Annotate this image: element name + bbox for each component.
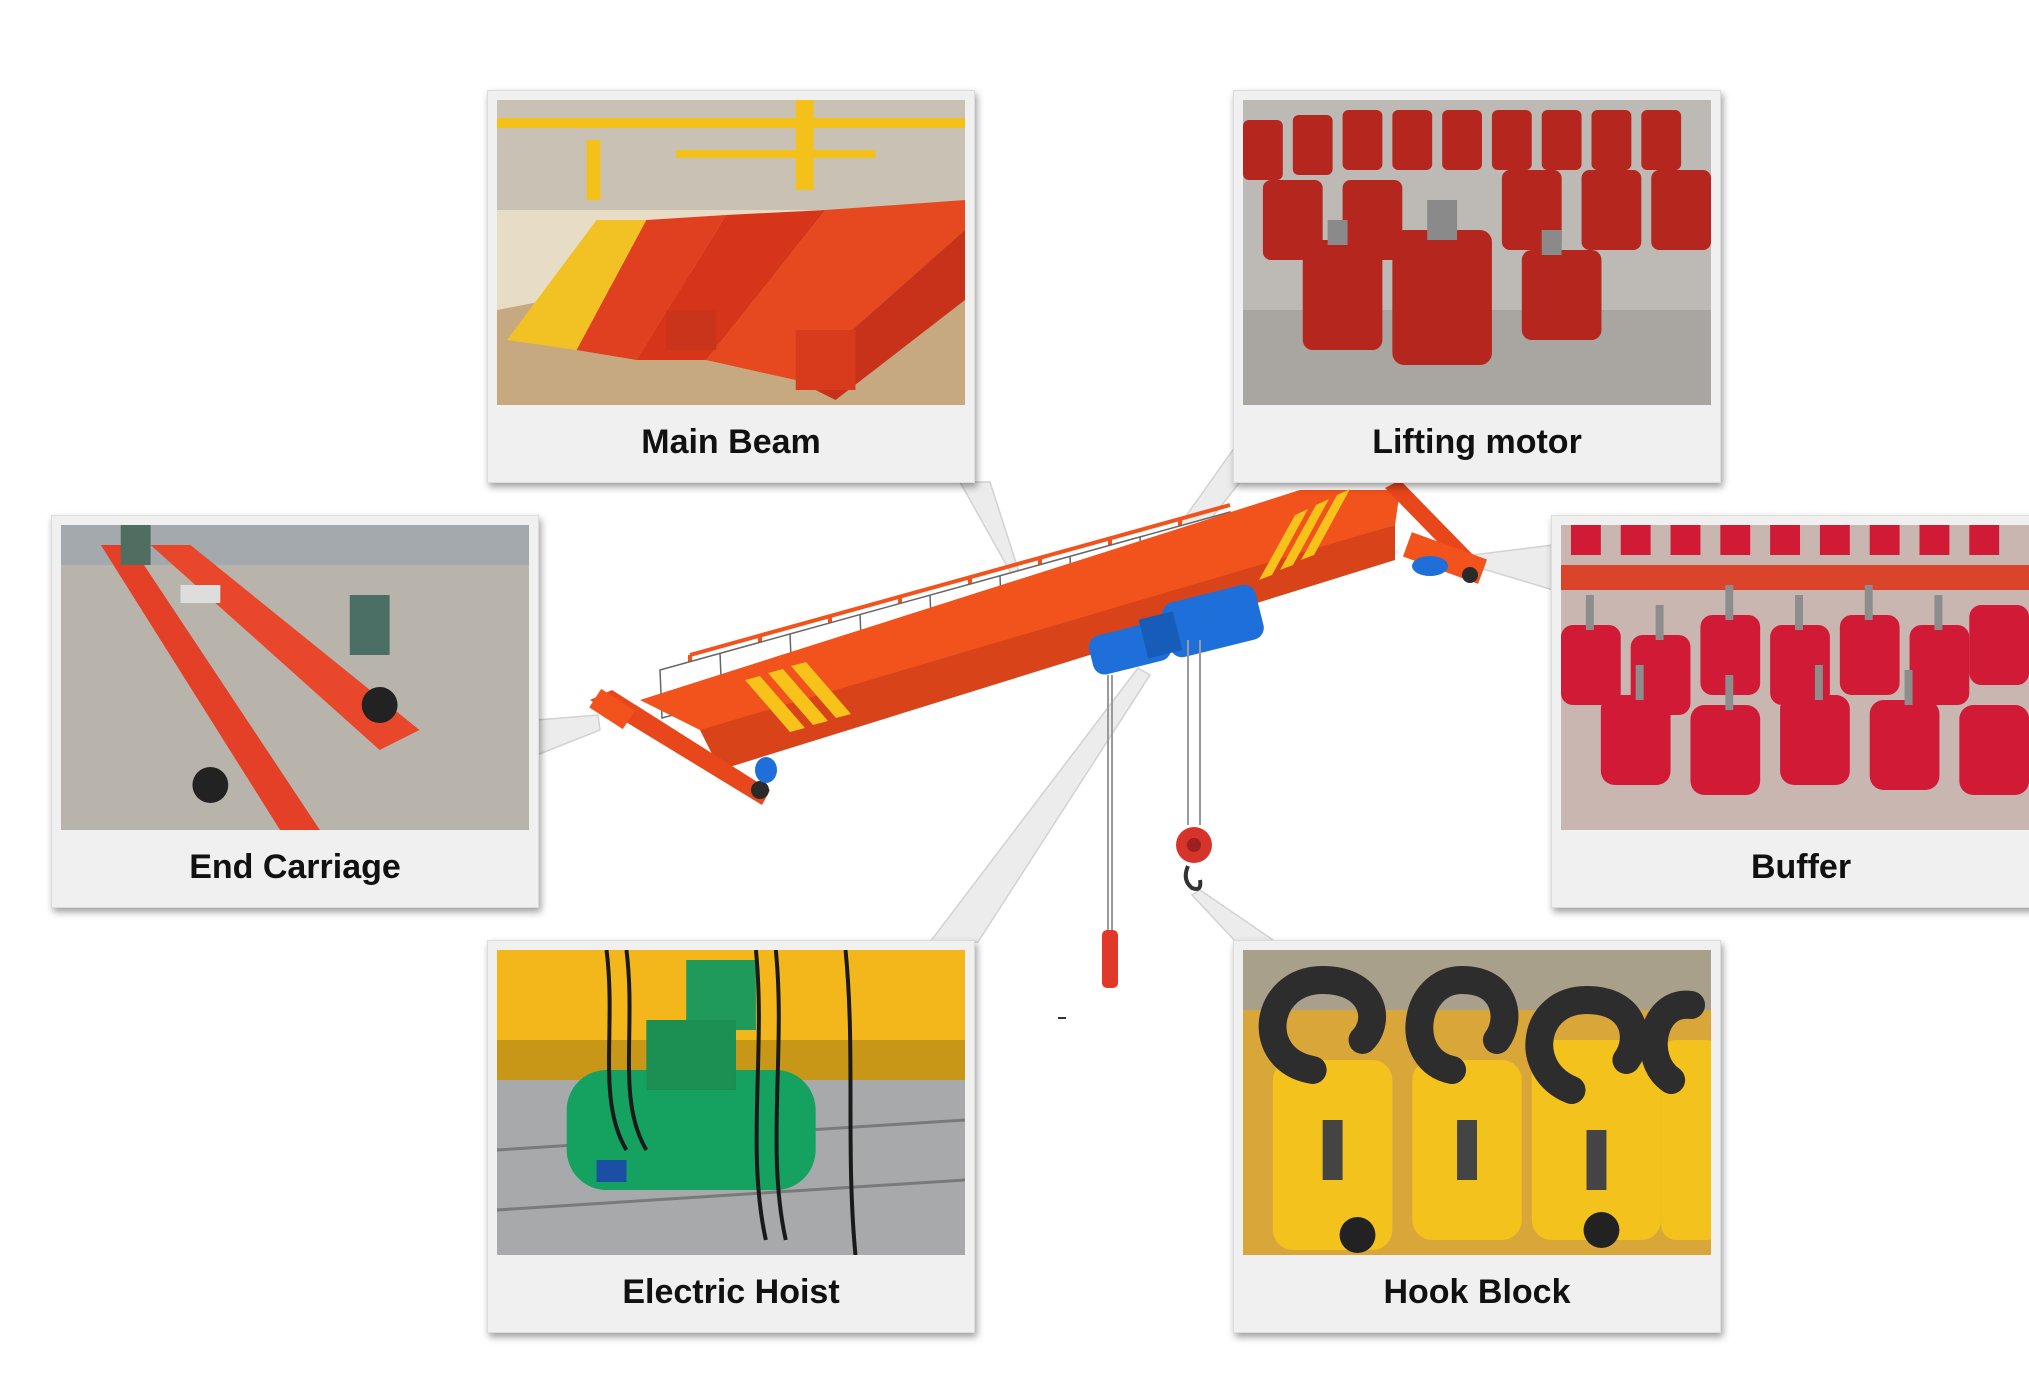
hook-block-card: Hook Block (1233, 940, 1721, 1333)
electric-hoist-label: Electric Hoist (622, 1272, 840, 1311)
lifting-motor-photo (1243, 100, 1711, 405)
hook-illustration (1176, 827, 1212, 891)
hoist-body (1088, 584, 1264, 675)
end-carriage-left (589, 688, 777, 805)
girder-stripe-left (745, 676, 805, 732)
lifting-motor-card: Lifting motor (1233, 90, 1721, 483)
electric-hoist-photo (497, 950, 965, 1255)
main-girder (640, 489, 1400, 770)
end-carriage-photo (61, 525, 529, 830)
main-beam-photo (497, 100, 965, 405)
pointer-electric-hoist (928, 667, 1152, 943)
pendant-control (1102, 930, 1118, 988)
hoist-ropes (1107, 640, 1201, 930)
girder-stripe-right (1259, 509, 1308, 580)
main-beam-label: Main Beam (641, 422, 821, 461)
pointer-hook-block (1190, 889, 1279, 943)
hook-block-photo (1243, 950, 1711, 1255)
buffer-label: Buffer (1750, 847, 1852, 886)
pointer-main-beam (958, 481, 1022, 576)
buffer-card: Buffer (1551, 515, 2029, 908)
electric-hoist-card: Electric Hoist (487, 940, 975, 1333)
hook-block-label: Hook Block (1383, 1272, 1571, 1311)
end-carriage-label: End Carriage (189, 847, 401, 886)
end-carriage-card: End Carriage (51, 515, 539, 908)
pointer-end-carriage (536, 714, 601, 757)
main-beam-card: Main Beam (487, 90, 975, 483)
buffer-photo (1561, 525, 2029, 830)
end-carriage-right (1385, 480, 1488, 584)
lifting-motor-label: Lifting motor (1372, 422, 1582, 461)
